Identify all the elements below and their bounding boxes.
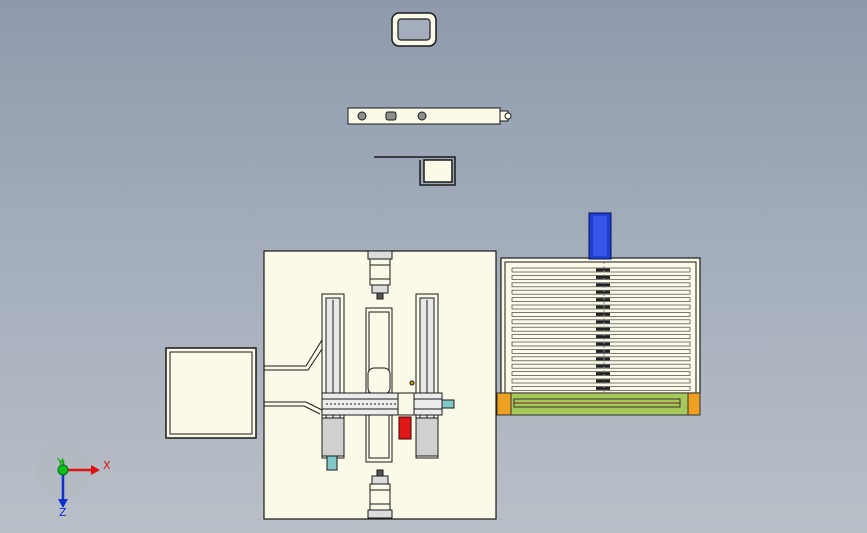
center-channel[interactable]: [365, 307, 393, 463]
slat-notch: [596, 305, 610, 309]
slat-notch: [596, 335, 610, 339]
blue-pneumatic-cylinder[interactable]: [588, 212, 612, 260]
slat-notch: [596, 379, 610, 383]
slat-notch: [596, 290, 610, 294]
y-axis-label: Y: [56, 456, 64, 469]
x-axis-label: X: [103, 459, 111, 472]
slat-notch: [596, 349, 610, 353]
horizontal-slide[interactable]: [321, 380, 455, 416]
red-marker-block[interactable]: [398, 416, 412, 440]
bent-wire-hook[interactable]: [374, 156, 456, 186]
comb-slat-stack[interactable]: [500, 257, 701, 394]
slat-notch: [596, 275, 610, 279]
slat-notch: [596, 312, 610, 316]
slat-notch: [596, 298, 610, 302]
slat-notch: [596, 327, 610, 331]
top-cylinder[interactable]: [367, 250, 393, 300]
right-vertical-slide[interactable]: [415, 293, 439, 459]
slat-notch: [596, 342, 610, 346]
slat-notch: [596, 364, 610, 368]
slotted-link-bar[interactable]: [347, 107, 512, 125]
coordinate-triad: X Y Z: [35, 442, 111, 519]
slat-notch: [596, 372, 610, 376]
slat-notch: [596, 357, 610, 361]
slat-notch: [596, 320, 610, 324]
slat-notch: [596, 283, 610, 287]
slat-notch: [596, 268, 610, 272]
slat-notch: [596, 386, 610, 390]
green-guide-rail-assembly[interactable]: [496, 392, 701, 416]
slat-lines: [511, 267, 691, 391]
z-axis-label: Z: [59, 506, 67, 519]
ring-clip[interactable]: [391, 12, 437, 47]
orange-end-block-left[interactable]: [496, 392, 512, 416]
left-vertical-slide[interactable]: [321, 293, 345, 471]
orange-end-block-right[interactable]: [687, 392, 701, 416]
bottom-cylinder[interactable]: [367, 469, 393, 519]
side-plate[interactable]: [165, 347, 257, 439]
main-base-plate[interactable]: [263, 250, 497, 520]
